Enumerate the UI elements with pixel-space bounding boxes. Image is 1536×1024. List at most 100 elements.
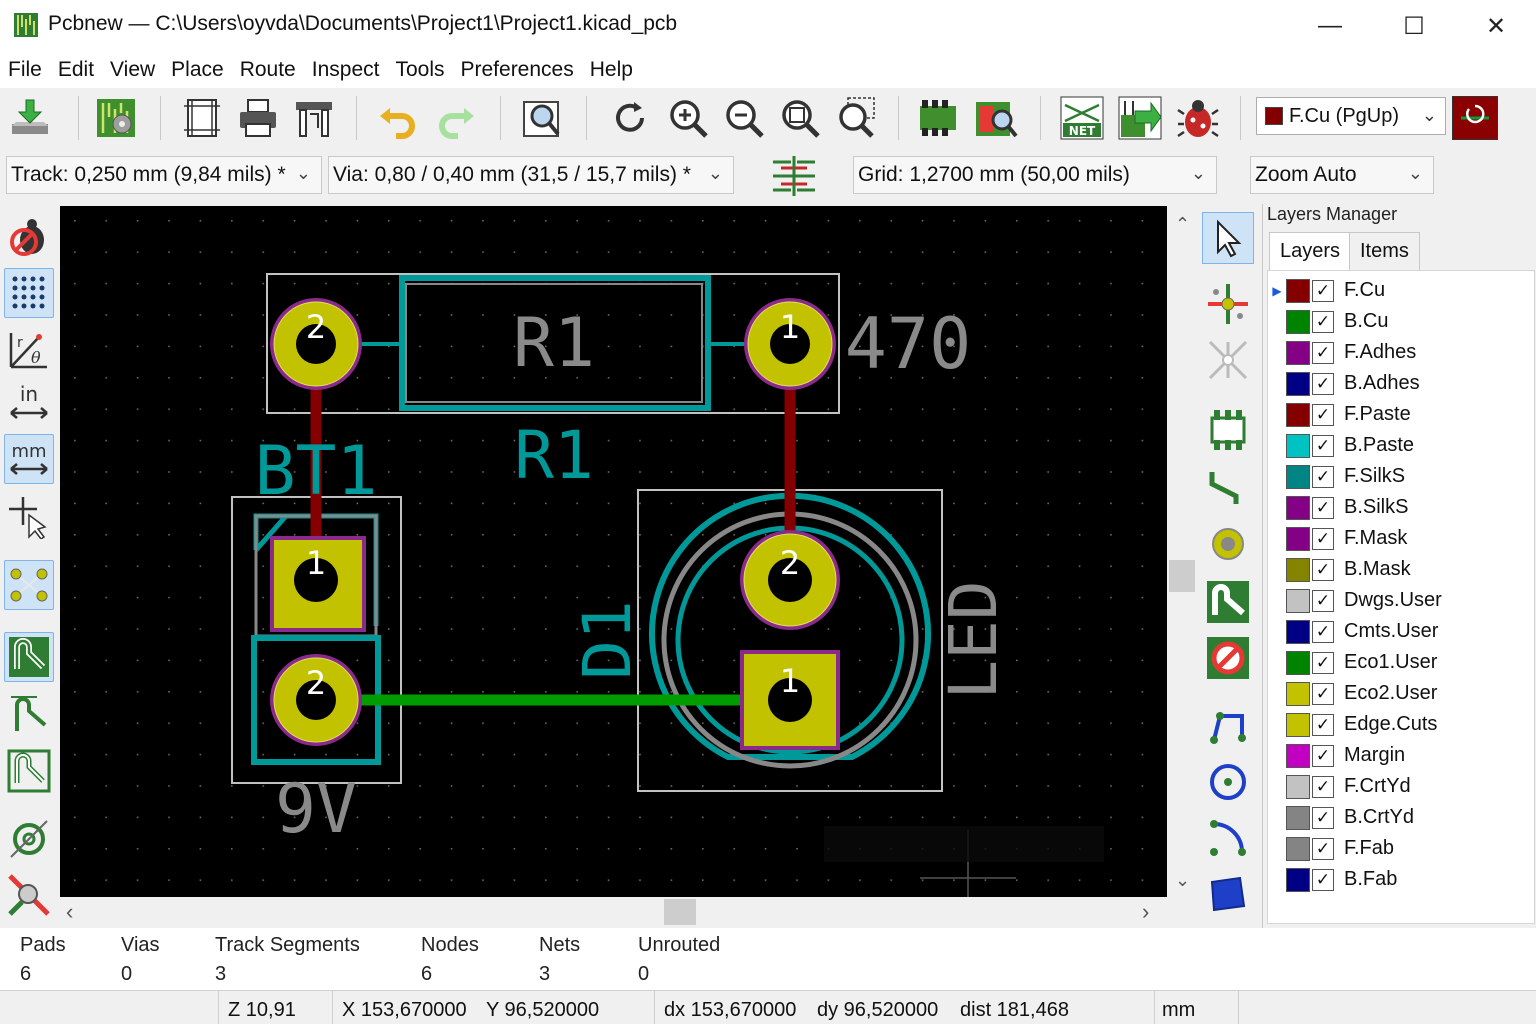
zone-sketch-icon[interactable]: [4, 746, 54, 796]
scroll-up-icon[interactable]: ⌃: [1175, 214, 1191, 234]
layer-color-swatch[interactable]: [1286, 495, 1310, 520]
layer-row-eco1-user[interactable]: ✓Eco1.User: [1268, 647, 1536, 678]
layer-color-swatch[interactable]: [1286, 805, 1310, 830]
tab-items[interactable]: Items: [1349, 232, 1420, 270]
horizontal-scrollbar[interactable]: ‹ ›: [60, 897, 1167, 928]
layer-color-swatch[interactable]: [1286, 557, 1310, 582]
layer-row-f-crtyd[interactable]: ✓F.CrtYd: [1268, 771, 1536, 802]
vertical-scroll-thumb[interactable]: [1169, 560, 1195, 592]
layer-visibility-checkbox[interactable]: ✓: [1312, 279, 1334, 302]
zoom-out-icon[interactable]: [720, 94, 768, 142]
layer-color-swatch[interactable]: [1286, 526, 1310, 551]
layer-color-swatch[interactable]: [1286, 650, 1310, 675]
redo-icon[interactable]: [432, 94, 480, 142]
layer-row-margin[interactable]: ✓Margin: [1268, 740, 1536, 771]
layer-row-f-cu[interactable]: ▶✓F.Cu: [1268, 275, 1536, 306]
track-width-select[interactable]: Track: 0,250 mm (9,84 mils) * ⌄: [6, 156, 322, 194]
layer-row-cmts-user[interactable]: ✓Cmts.User: [1268, 616, 1536, 647]
layer-visibility-checkbox[interactable]: ✓: [1312, 527, 1334, 550]
auto-track-width-icon[interactable]: [768, 152, 820, 200]
layer-visibility-checkbox[interactable]: ✓: [1312, 713, 1334, 736]
layer-visibility-checkbox[interactable]: ✓: [1312, 434, 1334, 457]
menu-place[interactable]: Place: [171, 58, 224, 81]
add-via-icon[interactable]: [1202, 518, 1254, 570]
local-ratsnest-icon[interactable]: [1202, 278, 1254, 330]
netlist-icon[interactable]: NET: [1058, 94, 1106, 142]
layer-color-swatch[interactable]: [1286, 309, 1310, 334]
print-icon[interactable]: [234, 94, 282, 142]
scroll-right-icon[interactable]: ›: [1142, 899, 1150, 924]
pcb-canvas[interactable]: 2 1 1 2 2 1 R1 R1 470 BT1 9V D1 LED: [60, 206, 1167, 897]
layer-visibility-checkbox[interactable]: ✓: [1312, 558, 1334, 581]
pad-bt1-2[interactable]: [270, 654, 362, 746]
layer-color-swatch[interactable]: [1286, 743, 1310, 768]
zone-outline-icon[interactable]: [4, 690, 54, 740]
layer-row-dwgs-user[interactable]: ✓Dwgs.User: [1268, 585, 1536, 616]
ratsnest-icon[interactable]: [4, 560, 54, 610]
grid-dots-icon[interactable]: [4, 268, 54, 318]
menu-tools[interactable]: Tools: [395, 58, 445, 81]
draw-polygon-icon[interactable]: [1202, 868, 1254, 920]
full-crosshair-icon[interactable]: [4, 492, 54, 542]
footprint-editor-icon[interactable]: [914, 94, 962, 142]
layer-row-f-mask[interactable]: ✓F.Mask: [1268, 523, 1536, 554]
footprint-browser-icon[interactable]: [972, 94, 1020, 142]
page-settings-icon[interactable]: [178, 94, 226, 142]
tab-layers[interactable]: Layers: [1269, 232, 1352, 270]
drc-off-icon[interactable]: [4, 214, 54, 264]
layer-color-swatch[interactable]: [1286, 712, 1310, 737]
via-sketch-icon[interactable]: [4, 814, 54, 864]
layer-visibility-checkbox[interactable]: ✓: [1312, 310, 1334, 333]
close-button[interactable]: ✕: [1454, 0, 1536, 52]
menu-view[interactable]: View: [110, 58, 156, 81]
layer-visibility-checkbox[interactable]: ✓: [1312, 403, 1334, 426]
update-from-schematic-icon[interactable]: [1116, 94, 1164, 142]
layer-color-swatch[interactable]: [1286, 836, 1310, 861]
undo-icon[interactable]: [374, 94, 422, 142]
zoom-selection-icon[interactable]: [832, 94, 880, 142]
layer-color-swatch[interactable]: [1286, 433, 1310, 458]
layer-pair-icon[interactable]: [1452, 96, 1498, 140]
layer-visibility-checkbox[interactable]: ✓: [1312, 496, 1334, 519]
layer-color-swatch[interactable]: [1286, 774, 1310, 799]
zoom-in-icon[interactable]: [664, 94, 712, 142]
pad-r1-2[interactable]: [270, 298, 362, 390]
select-arrow-icon[interactable]: [1202, 212, 1254, 264]
layer-color-swatch[interactable]: [1286, 681, 1310, 706]
layer-color-swatch[interactable]: [1286, 588, 1310, 613]
maximize-button[interactable]: ☐: [1372, 0, 1456, 52]
layer-color-swatch[interactable]: [1286, 402, 1310, 427]
layer-visibility-checkbox[interactable]: ✓: [1312, 682, 1334, 705]
layer-color-swatch[interactable]: [1286, 340, 1310, 365]
redraw-icon[interactable]: [606, 94, 654, 142]
pad-d1-1[interactable]: [740, 650, 840, 750]
layer-row-f-adhes[interactable]: ✓F.Adhes: [1268, 337, 1536, 368]
zone-fill-icon[interactable]: [4, 632, 54, 682]
menu-file[interactable]: File: [8, 58, 42, 81]
minimize-button[interactable]: —: [1288, 0, 1372, 52]
scroll-down-icon[interactable]: ⌄: [1175, 870, 1191, 890]
layer-row-f-paste[interactable]: ✓F.Paste: [1268, 399, 1536, 430]
layer-visibility-checkbox[interactable]: ✓: [1312, 837, 1334, 860]
save-board-icon[interactable]: [6, 94, 54, 142]
layer-row-f-fab[interactable]: ✓F.Fab: [1268, 833, 1536, 864]
layer-row-edge-cuts[interactable]: ✓Edge.Cuts: [1268, 709, 1536, 740]
layer-visibility-checkbox[interactable]: ✓: [1312, 775, 1334, 798]
layer-color-swatch[interactable]: [1286, 464, 1310, 489]
menu-inspect[interactable]: Inspect: [311, 58, 380, 81]
layer-color-swatch[interactable]: [1286, 867, 1310, 892]
plot-icon[interactable]: [290, 94, 338, 142]
layer-row-f-silks[interactable]: ✓F.SilkS: [1268, 461, 1536, 492]
layer-visibility-checkbox[interactable]: ✓: [1312, 372, 1334, 395]
layer-visibility-checkbox[interactable]: ✓: [1312, 744, 1334, 767]
layer-visibility-checkbox[interactable]: ✓: [1312, 620, 1334, 643]
zoom-select[interactable]: Zoom Auto ⌄: [1250, 156, 1434, 194]
find-icon[interactable]: [518, 94, 566, 142]
draw-circle-icon[interactable]: [1202, 756, 1254, 808]
layer-row-b-mask[interactable]: ✓B.Mask: [1268, 554, 1536, 585]
layer-row-b-silks[interactable]: ✓B.SilkS: [1268, 492, 1536, 523]
layer-row-b-cu[interactable]: ✓B.Cu: [1268, 306, 1536, 337]
menu-preferences[interactable]: Preferences: [460, 58, 574, 81]
layer-color-swatch[interactable]: [1286, 619, 1310, 644]
